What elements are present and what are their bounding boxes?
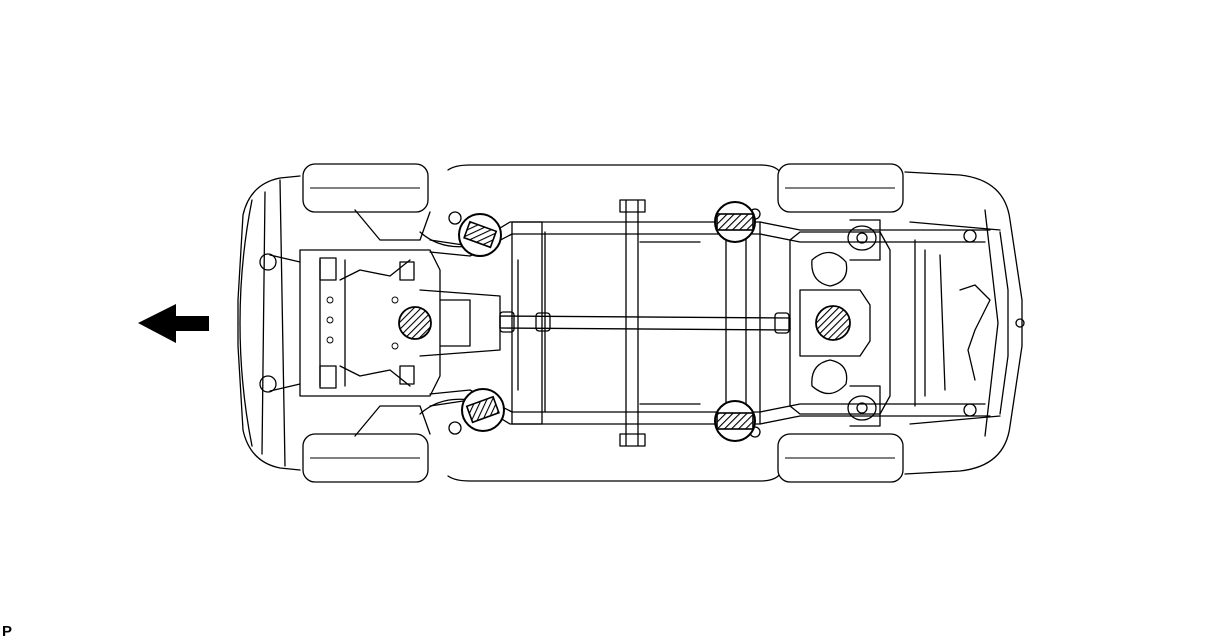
front-direction-arrow-icon bbox=[138, 304, 209, 343]
vehicle-body-outline bbox=[237, 164, 1023, 482]
jack-point-markers bbox=[398, 201, 851, 442]
front-suspension bbox=[259, 209, 501, 437]
front-center-jack-point bbox=[398, 306, 432, 340]
rear-center-jack-point bbox=[815, 305, 851, 341]
tires bbox=[302, 163, 904, 483]
rear-left-jack-point bbox=[714, 201, 756, 243]
rear-suspension bbox=[749, 208, 1025, 438]
figure-corner-label: P bbox=[2, 623, 13, 640]
front-left-jack-point bbox=[458, 213, 502, 257]
rear-right-jack-point bbox=[714, 400, 756, 442]
front-right-jack-point bbox=[461, 388, 505, 432]
